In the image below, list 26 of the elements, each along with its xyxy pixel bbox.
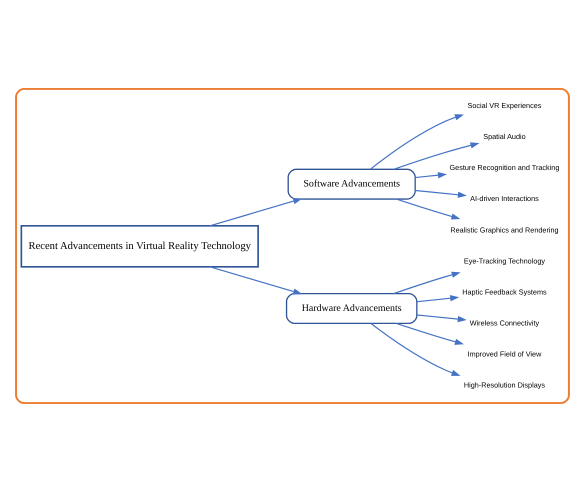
arrow xyxy=(394,272,461,294)
node-text: Social VR Experiences xyxy=(468,100,542,110)
arrow xyxy=(370,114,464,170)
node-text: Realistic Graphics and Rendering xyxy=(450,225,559,234)
arrow xyxy=(370,323,461,376)
node-box: Recent Advancements in Virtual Reality Technology xyxy=(20,225,259,268)
arrow xyxy=(416,295,460,302)
arrow xyxy=(416,314,467,322)
arrow xyxy=(210,198,302,226)
arrow xyxy=(210,266,302,295)
node-text: Gesture Recognition and Tracking xyxy=(450,163,560,172)
node-text: Spatial Audio xyxy=(483,132,526,142)
cluster xyxy=(15,88,570,404)
node-text: High-Resolution Displays xyxy=(464,380,546,390)
node-text: AI-driven Interactions xyxy=(470,194,539,204)
arrow xyxy=(415,172,447,178)
node-text: Improved Field of View xyxy=(468,350,542,359)
node-box: Hardware Advancements xyxy=(286,292,418,324)
node-box: Software Advancements xyxy=(288,168,416,200)
node-text: Wireless Connectivity xyxy=(470,318,540,328)
arrow xyxy=(394,142,480,170)
arrow xyxy=(415,190,467,198)
arrow xyxy=(396,198,460,220)
arrow xyxy=(396,322,464,345)
node-text: Eye-Tracking Technology xyxy=(464,256,546,266)
node-text: Haptic Feedback Systems xyxy=(462,287,547,296)
